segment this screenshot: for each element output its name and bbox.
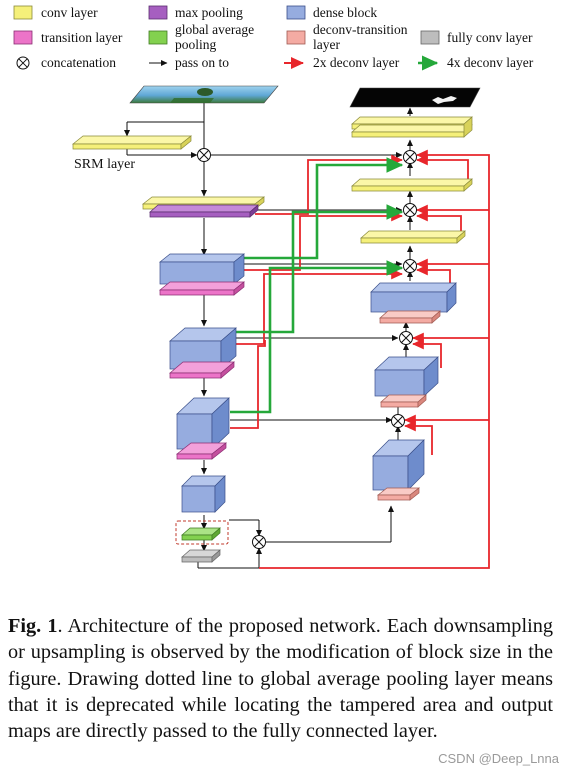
legend-swatch-gap xyxy=(148,30,168,45)
figure-label: Fig. 1 xyxy=(8,615,58,637)
legend: conv layer max pooling dense block trans… xyxy=(13,5,534,71)
concat-node-right-5 xyxy=(391,414,405,428)
concat-node-right-3 xyxy=(403,259,417,273)
deconv-2x-connections xyxy=(230,149,490,569)
fully-conv-layer xyxy=(181,549,221,563)
legend-transition-layer: transition layer xyxy=(41,30,123,45)
conv-layer-decoder-2 xyxy=(360,230,466,244)
legend-conv-layer: conv layer xyxy=(41,5,98,20)
decoder-dense-block-1 xyxy=(370,282,457,313)
pass-connections xyxy=(124,103,413,569)
legend-deconv-trans-line2: layer xyxy=(313,37,340,52)
dense-block-1 xyxy=(159,253,245,285)
deconv-transition-layer-2 xyxy=(380,394,427,408)
decoder-dense-block-2 xyxy=(374,356,439,397)
concat-node-right-4 xyxy=(399,331,413,345)
legend-4x-deconv: 4x deconv layer xyxy=(447,55,534,70)
caption-text: . Architecture of the proposed network. … xyxy=(8,615,553,743)
decoder-dense-block-3 xyxy=(372,439,425,491)
output-map xyxy=(349,87,481,108)
legend-swatch-fully-conv xyxy=(420,30,440,45)
legend-deconv-trans-line1: deconv-transition xyxy=(313,22,408,37)
global-average-pooling-layer xyxy=(181,527,221,541)
max-pooling-layer xyxy=(149,204,259,218)
legend-swatch-deconv-transition xyxy=(286,30,306,45)
input-image xyxy=(129,85,279,104)
legend-gap-line1: global average xyxy=(175,22,254,37)
concat-node-bottom xyxy=(252,535,266,549)
legend-concat-icon xyxy=(16,56,30,70)
transition-layer-3 xyxy=(175,442,228,460)
legend-dense-block: dense block xyxy=(313,5,377,20)
legend-concatenation: concatenation xyxy=(41,55,116,70)
srm-conv-layer xyxy=(72,135,192,150)
concat-node-right-2 xyxy=(403,203,417,217)
dense-block-3 xyxy=(176,397,230,450)
conv-layer-output-stack xyxy=(351,116,473,138)
transition-layer-1 xyxy=(159,281,245,296)
conv-layer-decoder-1 xyxy=(351,178,473,192)
gap-dashed-box xyxy=(175,520,229,545)
legend-swatch-conv xyxy=(13,5,33,20)
legend-swatch-transition xyxy=(13,30,33,45)
concat-node-left xyxy=(197,148,211,162)
legend-gap-line2: pooling xyxy=(175,37,217,52)
legend-swatch-dense-block xyxy=(286,5,306,20)
legend-pass-on-to: pass on to xyxy=(175,55,229,70)
watermark: CSDN @Deep_Lnna xyxy=(438,751,559,766)
legend-swatch-max-pooling xyxy=(148,5,168,20)
dense-block-4 xyxy=(181,475,226,513)
deconv-transition-layer-1 xyxy=(379,310,441,324)
architecture-diagram: conv layer max pooling dense block trans… xyxy=(13,5,534,569)
srm-layer-label: SRM layer xyxy=(74,157,135,172)
legend-2x-deconv: 2x deconv layer xyxy=(313,55,400,70)
figure-caption: Fig. 1. Architecture of the proposed net… xyxy=(8,613,553,744)
transition-layer-2 xyxy=(169,361,235,379)
legend-max-pooling: max pooling xyxy=(175,5,243,20)
concat-node-right-1 xyxy=(403,150,417,164)
legend-fully-conv-layer: fully conv layer xyxy=(447,30,533,45)
deconv-transition-layer-3 xyxy=(376,487,421,501)
deconv-4x-connections xyxy=(230,157,404,414)
